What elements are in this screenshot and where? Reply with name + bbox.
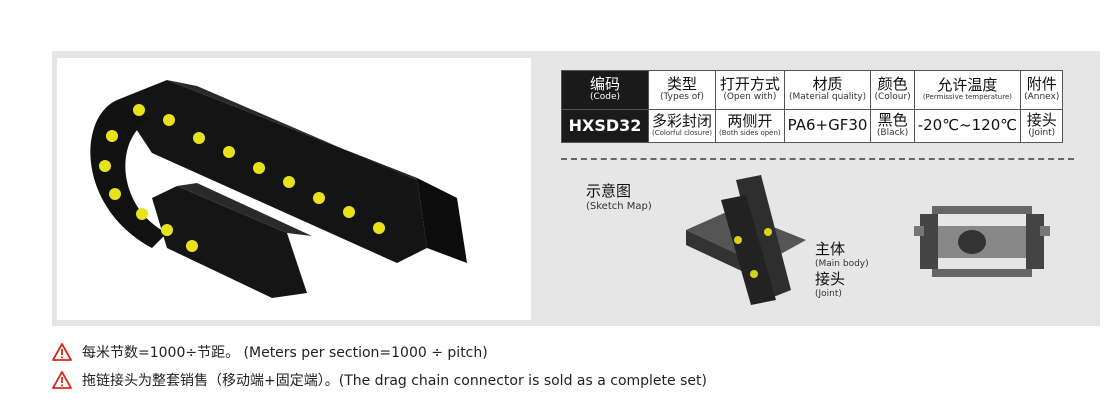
cell-code: HXSD32 [561, 109, 649, 143]
header-code: 编码(Code) [561, 70, 649, 110]
header-colour: 颜色(Colour) [870, 70, 915, 110]
warning-triangle-icon [52, 371, 72, 389]
cell-temperature: -20℃~120℃ [913, 109, 1022, 143]
cell-material: PA6+GF30 [783, 109, 872, 143]
sketch-isometric-image [686, 175, 806, 305]
sketch-topview-image [914, 206, 1050, 277]
header-open-with: 打开方式(Open with) [715, 70, 785, 110]
sketch-map-label: 示意图 (Sketch Map) [586, 182, 652, 212]
spec-table: 编码(Code) 类型(Types of) 打开方式(Open with) 材质… [561, 70, 1064, 143]
cell-type: 多彩封闭(Colorful closure) [647, 109, 717, 143]
table-row: HXSD32 多彩封闭(Colorful closure) 两侧开(Both s… [561, 109, 1064, 143]
note-2-text: 拖链接头为整套销售（移动端+固定端）。(The drag chain conne… [82, 373, 707, 389]
header-material: 材质(Material quality) [783, 70, 872, 110]
callout-joint: 接头 (Joint) [815, 270, 846, 299]
header-temperature: 允许温度(Permissive temperature) [913, 70, 1022, 110]
header-type: 类型(Types of) [647, 70, 717, 110]
note-2: 拖链接头为整套销售（移动端+固定端）。(The drag chain conne… [52, 370, 707, 390]
drag-chain-image [90, 80, 467, 298]
note-1-text: 每米节数=1000÷节距。 (Meters per section=1000 ÷… [82, 345, 488, 361]
cell-colour: 黑色(Black) [870, 109, 915, 143]
callout-main-body: 主体 (Main body) [815, 240, 869, 269]
table-header-row: 编码(Code) 类型(Types of) 打开方式(Open with) 材质… [561, 70, 1064, 110]
cell-open-with: 两侧开(Both sides open) [715, 109, 785, 143]
warning-triangle-icon [52, 343, 72, 361]
cell-annex: 接头(Joint) [1020, 109, 1064, 143]
divider-dashed [561, 158, 1074, 160]
product-photo [57, 58, 531, 320]
header-annex: 附件(Annex) [1020, 70, 1064, 110]
note-1: 每米节数=1000÷节距。 (Meters per section=1000 ÷… [52, 342, 488, 362]
